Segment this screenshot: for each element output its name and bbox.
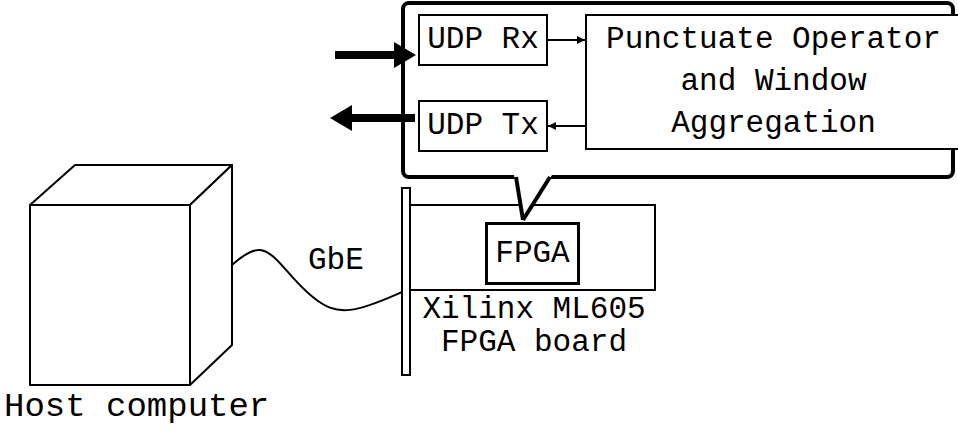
block-label: Punctuate Operator and Window Aggregatio… [587,19,958,145]
callout-tail-fill [514,175,552,221]
fpga-chip: FPGA [485,222,580,285]
board-outline [410,205,655,290]
data-arrow [548,125,585,127]
link-label: GbE [306,244,366,278]
io-arrows [330,42,416,131]
callout-tail [516,177,523,220]
block-label: UDP Tx [427,105,539,147]
input-arrow-shaft [335,51,398,59]
output-arrow-head [330,105,352,131]
udp-rx-block: UDP Rx [418,14,548,66]
host-computer-illustration [30,165,232,385]
block-label: FPGA [495,233,569,275]
fpga-board-illustration [402,188,655,375]
callout-tail [523,177,550,220]
output-arrow-shaft [350,114,415,122]
fpga-board: FPGA Xilinx ML605 FPGA board [402,188,655,375]
input-arrow-head [394,42,416,68]
host-computer: Host computer [30,165,232,385]
computer-label: Host computer [4,389,269,425]
board-bracket [402,188,410,375]
computer-side [190,165,232,385]
operator-block: Punctuate Operator and Window Aggregatio… [585,14,958,150]
data-arrow [548,39,585,41]
block-label: UDP Rx [427,19,539,61]
udp-tx-block: UDP Tx [418,100,548,152]
computer-front [30,205,190,385]
board-label: Xilinx ML605 FPGA board [414,294,654,359]
